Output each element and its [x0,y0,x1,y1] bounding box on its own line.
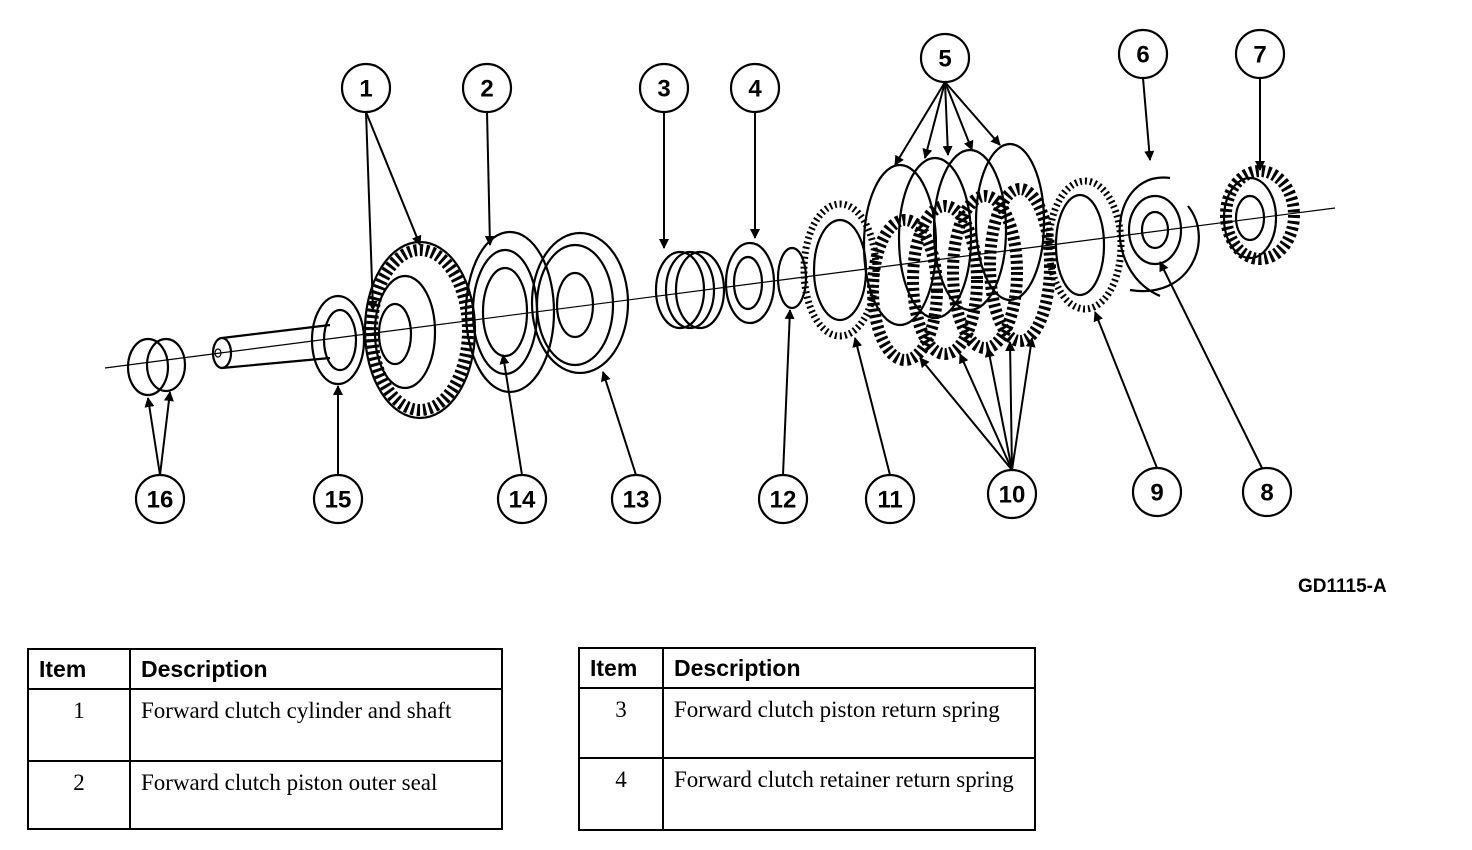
part-15-ring [310,294,366,386]
callout-2: 2 [461,62,513,114]
item-description: Forward clutch retainer return spring [662,757,1036,831]
description-header: Description [129,648,503,690]
callout-number: 9 [1150,480,1163,507]
callout-14: 14 [496,473,548,525]
table-row: 1 Forward clutch cylinder and shaft [27,688,503,762]
callout-5: 5 [919,32,971,84]
figure-reference-code: GD1115-A [1298,576,1387,597]
callout-number: 10 [999,482,1026,509]
part-2-14-piston-seals [464,230,556,394]
callout-13: 13 [610,473,662,525]
item-description: Forward clutch cylinder and shaft [129,688,503,762]
item-number: 2 [27,760,131,830]
description-header: Description [662,647,1036,689]
exploded-view-diagram: 1 2 3 4 5 6 7 8 9 10 11 12 [104,28,1336,525]
callout-4: 4 [729,62,781,114]
callout-number: 13 [623,487,650,514]
callout-number: 6 [1136,42,1149,69]
callout-number: 7 [1253,42,1266,69]
callout-arrows [144,77,1265,476]
item-header: Item [578,647,664,689]
legend-header-row: Item Description [27,648,503,690]
callout-9: 9 [1131,466,1183,518]
callout-7: 7 [1234,28,1286,80]
item-number: 1 [27,688,131,762]
center-axis-line [104,207,1336,369]
item-description: Forward clutch piston outer seal [129,760,503,830]
item-number: 3 [578,687,664,759]
callout-8: 8 [1241,466,1293,518]
part-4-retainer [724,241,776,325]
part-13-piston [530,231,630,375]
legend-table-right: Item Description 3 Forward clutch piston… [578,647,1036,831]
item-header: Item [27,648,131,690]
part-7-hub-gear [1220,165,1300,265]
callout-number: 15 [325,487,352,514]
part-5-10-clutch-plates [862,142,1056,366]
part-3-return-spring [654,250,726,330]
callout-10: 10 [986,468,1038,520]
table-row: 2 Forward clutch piston outer seal [27,760,503,830]
callout-number: 1 [359,76,372,103]
callout-6: 6 [1117,28,1169,80]
callout-number: 8 [1260,480,1273,507]
callout-12: 12 [757,473,809,525]
callout-number: 5 [938,46,951,73]
legend-table-left: Item Description 1 Forward clutch cylind… [27,648,503,830]
callout-number: 16 [147,487,174,514]
callout-number: 12 [770,487,797,514]
callout-number: 14 [509,487,536,514]
callout-15: 15 [312,473,364,525]
callout-number: 4 [748,76,762,103]
callout-number: 2 [480,76,493,103]
callout-number: 3 [657,76,670,103]
item-number: 4 [578,757,664,831]
part-6-8-ring-washer [1118,176,1200,298]
table-row: 3 Forward clutch piston return spring [578,687,1036,759]
callout-16: 16 [134,473,186,525]
callout-1: 1 [340,62,392,114]
part-9-plate [1045,177,1125,313]
callout-11: 11 [864,473,916,525]
callout-number: 11 [877,487,902,514]
part-16-snap-rings [126,337,187,397]
part-1-cylinder [363,240,477,420]
item-description: Forward clutch piston return spring [662,687,1036,759]
table-row: 4 Forward clutch retainer return spring [578,757,1036,831]
legend-header-row: Item Description [578,647,1036,689]
callout-3: 3 [638,62,690,114]
